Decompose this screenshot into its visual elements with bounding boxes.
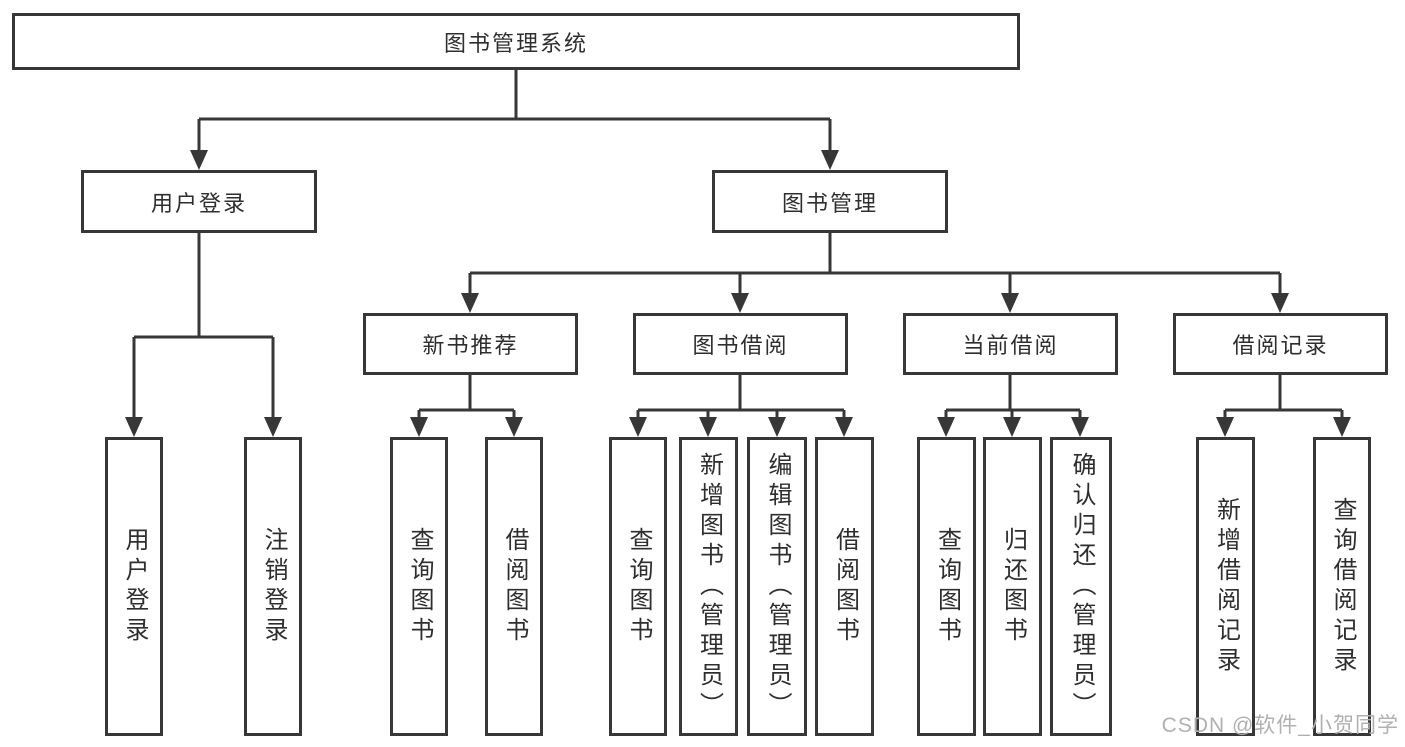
node-leaf-query-books-3: 查询图书 xyxy=(917,437,976,736)
node-leaf-add-books-admin: 新增图书（管理员） xyxy=(679,437,738,736)
node-book-borrow: 图书借阅 xyxy=(633,313,848,375)
node-new-book-recommend: 新书推荐 xyxy=(363,313,578,375)
node-book-management: 图书管理 xyxy=(712,170,948,233)
node-leaf-query-borrow-record: 查询借阅记录 xyxy=(1313,437,1371,736)
node-leaf-borrow-books-1: 借阅图书 xyxy=(485,437,543,736)
node-leaf-query-books-2: 查询图书 xyxy=(609,437,667,736)
node-leaf-return-books: 归还图书 xyxy=(983,437,1042,736)
csdn-watermark: CSDN @软件_小贺同学 xyxy=(1161,714,1399,737)
node-leaf-user-login: 用户登录 xyxy=(105,437,163,736)
node-leaf-query-books-1: 查询图书 xyxy=(390,437,448,736)
node-leaf-confirm-return-admin: 确认归还（管理员） xyxy=(1050,437,1112,736)
node-user-login-branch: 用户登录 xyxy=(81,170,317,233)
node-leaf-logout: 注销登录 xyxy=(244,437,302,736)
node-leaf-add-borrow-record: 新增借阅记录 xyxy=(1196,437,1255,736)
node-current-borrow: 当前借阅 xyxy=(903,313,1118,375)
node-borrow-records: 借阅记录 xyxy=(1173,313,1388,375)
node-leaf-borrow-books-2: 借阅图书 xyxy=(815,437,874,736)
node-library-management-system: 图书管理系统 xyxy=(12,13,1020,70)
node-leaf-edit-books-admin: 编辑图书（管理员） xyxy=(747,437,807,736)
